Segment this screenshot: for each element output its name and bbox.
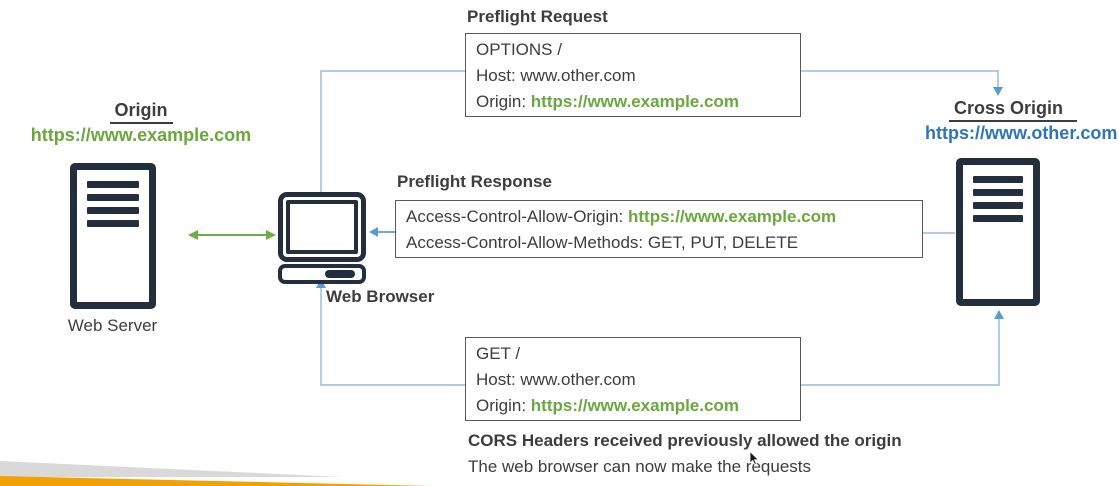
origin-url-value: https://www.example.com [628,207,837,226]
http-line: OPTIONS / [476,40,562,59]
http-line: Origin: https://www.example.com [476,89,790,115]
preflight-request-heading: Preflight Request [467,7,608,26]
http-line: Origin: https://www.example.com [476,393,790,419]
web-server-icon [70,163,156,309]
server-bars [77,170,149,227]
browser-screen [286,200,358,254]
http-line: Access-Control-Allow-Methods: GET, PUT, … [406,233,799,252]
http-line: Host: www.other.com [476,66,636,85]
cross-origin-heading-wrap: Cross Origin [928,98,1098,122]
footnote-bold: CORS Headers received previously allowed… [468,431,902,450]
server-bars [963,165,1033,222]
origin-heading-wrap: Origin [30,100,252,124]
preflight-request-box: OPTIONS / Host: www.other.com Origin: ht… [465,33,801,117]
preflight-response-box: Access-Control-Allow-Origin: https://www… [395,200,923,258]
http-line: Host: www.other.com [476,370,636,389]
http-line: Access-Control-Allow-Origin: https://www… [406,204,912,230]
origin-url-value: https://www.example.com [530,396,739,415]
get-request-box: GET / Host: www.other.com Origin: https:… [465,337,801,421]
http-line: GET / [476,344,521,363]
web-browser-caption: Web Browser [326,287,435,306]
header-name: Access-Control-Allow-Origin: [406,207,628,226]
web-browser-icon [278,192,366,262]
browser-base-pill [325,270,355,278]
cross-origin-url: https://www.other.com [925,123,1118,143]
preflight-response-arrow [369,227,955,237]
origin-heading: Origin [109,100,173,124]
cross-origin-server-icon [956,158,1040,306]
web-server-caption: Web Server [67,316,158,335]
origin-url-value: https://www.example.com [530,92,739,111]
mouse-cursor-icon [749,451,760,466]
footnote-normal: The web browser can now make the request… [468,457,812,476]
origin-url: https://www.example.com [30,125,252,145]
web-browser-base [278,264,366,284]
header-name: Origin: [476,396,531,415]
cross-origin-heading: Cross Origin [948,98,1078,122]
preflight-response-heading: Preflight Response [397,172,552,191]
origin-browser-arrow [188,230,276,240]
header-name: Origin: [476,92,531,111]
footer-wedge-orange [0,476,432,486]
